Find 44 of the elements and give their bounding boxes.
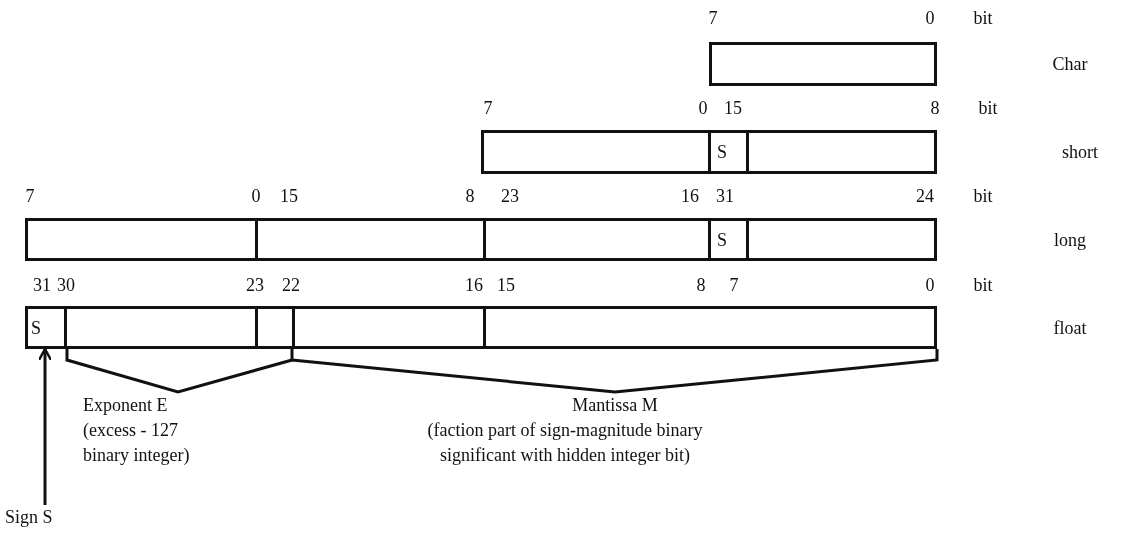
bit-number: 23 [246,273,264,297]
row-label: float [1053,316,1087,340]
arrow [37,347,53,505]
row-label: long [1054,228,1086,252]
bit-number: 8 [465,184,475,208]
bit-number: 0 [251,184,261,208]
row-label: short [1062,140,1098,164]
row-label: Char [1052,52,1088,76]
field-description: (faction part of sign-magnitude binary significant with hidden integer bit) [426,419,704,467]
register-bar [481,130,937,174]
sign-bit-cell: S [708,133,749,171]
caption-text: Sign S [5,505,59,530]
field-name: Exponent E [83,394,169,417]
bit-number: 22 [282,273,300,297]
bit-number: 7 [708,6,718,30]
bit-number: 7 [25,184,35,208]
bit-number: 0 [698,96,708,120]
bit-number: 31 [716,184,734,208]
bit-number: 24 [916,184,934,208]
unit-label: bit [973,184,993,208]
unit-label: bit [978,96,998,120]
bit-number: 0 [925,6,935,30]
sign-bit-cell: S [708,221,749,258]
register-bar [25,218,937,261]
bit-number: 8 [696,273,706,297]
bit-number: 23 [501,184,519,208]
bit-number: 31 [33,273,51,297]
bit-number: 15 [724,96,742,120]
field-name: Mantissa M [571,394,659,417]
bit-number: 7 [729,273,739,297]
sign-bit-cell: S [25,309,67,346]
bit-number: 30 [57,273,75,297]
bit-number: 8 [930,96,940,120]
bit-number: 15 [497,273,515,297]
register-bar [709,42,937,86]
bit-number: 16 [465,273,483,297]
unit-label: bit [973,273,993,297]
unit-label: bit [973,6,993,30]
bit-number: 15 [280,184,298,208]
bit-number: 7 [483,96,493,120]
bit-number: 0 [925,273,935,297]
bit-number: 16 [681,184,699,208]
field-description: (excess - 127 binary integer) [83,419,191,467]
register-bar [25,306,937,349]
